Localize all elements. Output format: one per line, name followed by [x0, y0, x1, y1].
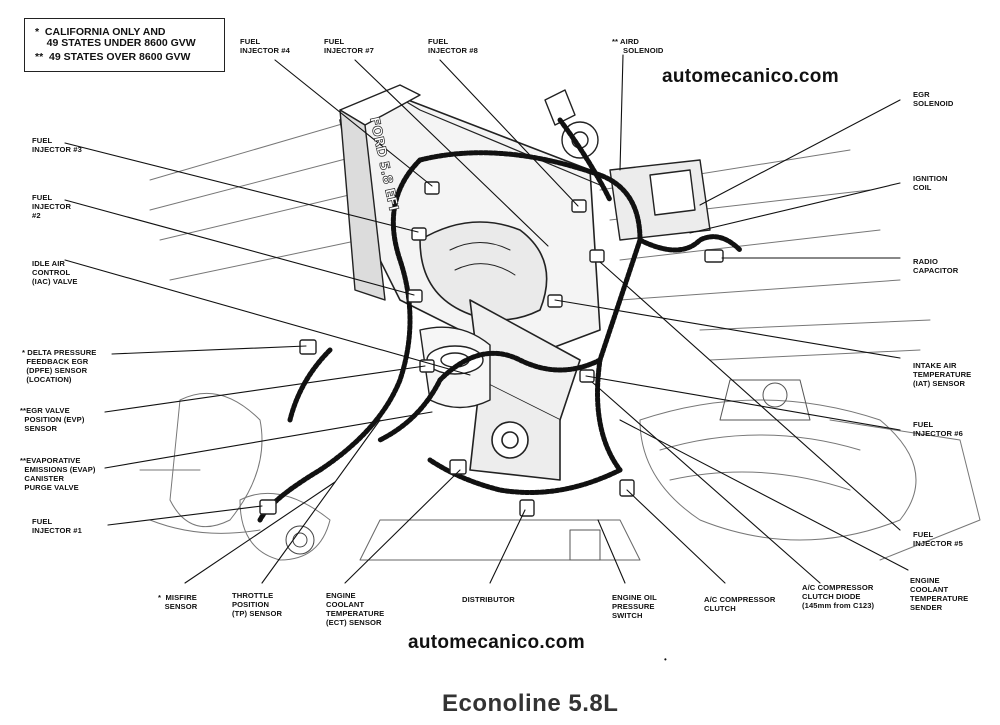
- label-fuel-injector-3: FUEL INJECTOR #3: [32, 136, 82, 154]
- label-oil-pressure-switch: ENGINE OIL PRESSURE SWITCH: [612, 593, 657, 620]
- injector-connectors: [259, 181, 724, 517]
- label-evp-sensor: **EGR VALVE POSITION (EVP) SENSOR: [20, 406, 85, 433]
- label-ac-clutch: A/C COMPRESSOR CLUTCH: [704, 595, 776, 613]
- label-dpfe-sensor: * DELTA PRESSURE FEEDBACK EGR (DPFE) SEN…: [22, 348, 97, 384]
- label-misfire-sensor: * MISFIRE SENSOR: [158, 593, 198, 611]
- label-ignition-coil: IGNITION COIL: [913, 174, 948, 192]
- speck: •: [664, 655, 667, 664]
- label-fuel-injector-1: FUEL INJECTOR #1: [32, 517, 82, 535]
- label-fuel-injector-6: FUEL INJECTOR #6: [913, 420, 963, 438]
- diagram-title: Econoline 5.8L: [442, 690, 619, 717]
- label-fuel-injector-8: FUEL INJECTOR #8: [428, 37, 478, 55]
- legend-box: * CALIFORNIA ONLY AND 49 STATES UNDER 86…: [24, 18, 225, 72]
- legend-line-3: ** 49 STATES OVER 8600 GVW: [35, 51, 191, 63]
- legend-line-1: * CALIFORNIA ONLY AND: [35, 26, 166, 38]
- label-fuel-injector-7: FUEL INJECTOR #7: [324, 37, 374, 55]
- label-iat-sensor: INTAKE AIR TEMPERATURE (IAT) SENSOR: [913, 361, 972, 388]
- legend-line-2: 49 STATES UNDER 8600 GVW: [35, 37, 196, 49]
- label-ect-sensor: ENGINE COOLANT TEMPERATURE (ECT) SENSOR: [326, 591, 385, 627]
- label-ect-sender: ENGINE COOLANT TEMPERATURE SENDER: [910, 576, 969, 612]
- label-iac-valve: IDLE AIR CONTROL (IAC) VALVE: [32, 259, 78, 286]
- label-ac-clutch-diode: A/C COMPRESSOR CLUTCH DIODE (145mm from …: [802, 583, 875, 610]
- label-tp-sensor: THROTTLE POSITION (TP) SENSOR: [232, 591, 283, 618]
- label-radio-capacitor: RADIO CAPACITOR: [913, 257, 959, 275]
- label-fuel-injector-5: FUEL INJECTOR #5: [913, 530, 963, 548]
- engine-badge-block: [339, 84, 421, 301]
- label-egr-solenoid: EGR SOLENOID: [913, 90, 954, 108]
- label-distributor: DISTRIBUTOR: [462, 595, 515, 604]
- label-aird-solenoid: ** AIRD SOLENOID: [612, 37, 664, 55]
- leader-lines: [64, 54, 909, 584]
- label-fuel-injector-2: FUEL INJECTOR #2: [32, 193, 72, 220]
- watermark-top: automecanico.com: [662, 66, 839, 87]
- watermark-bottom: automecanico.com: [408, 632, 585, 653]
- label-evap-valve: **EVAPORATIVE EMISSIONS (EVAP) CANISTER …: [20, 456, 96, 492]
- label-fuel-injector-4: FUEL INJECTOR #4: [240, 37, 290, 55]
